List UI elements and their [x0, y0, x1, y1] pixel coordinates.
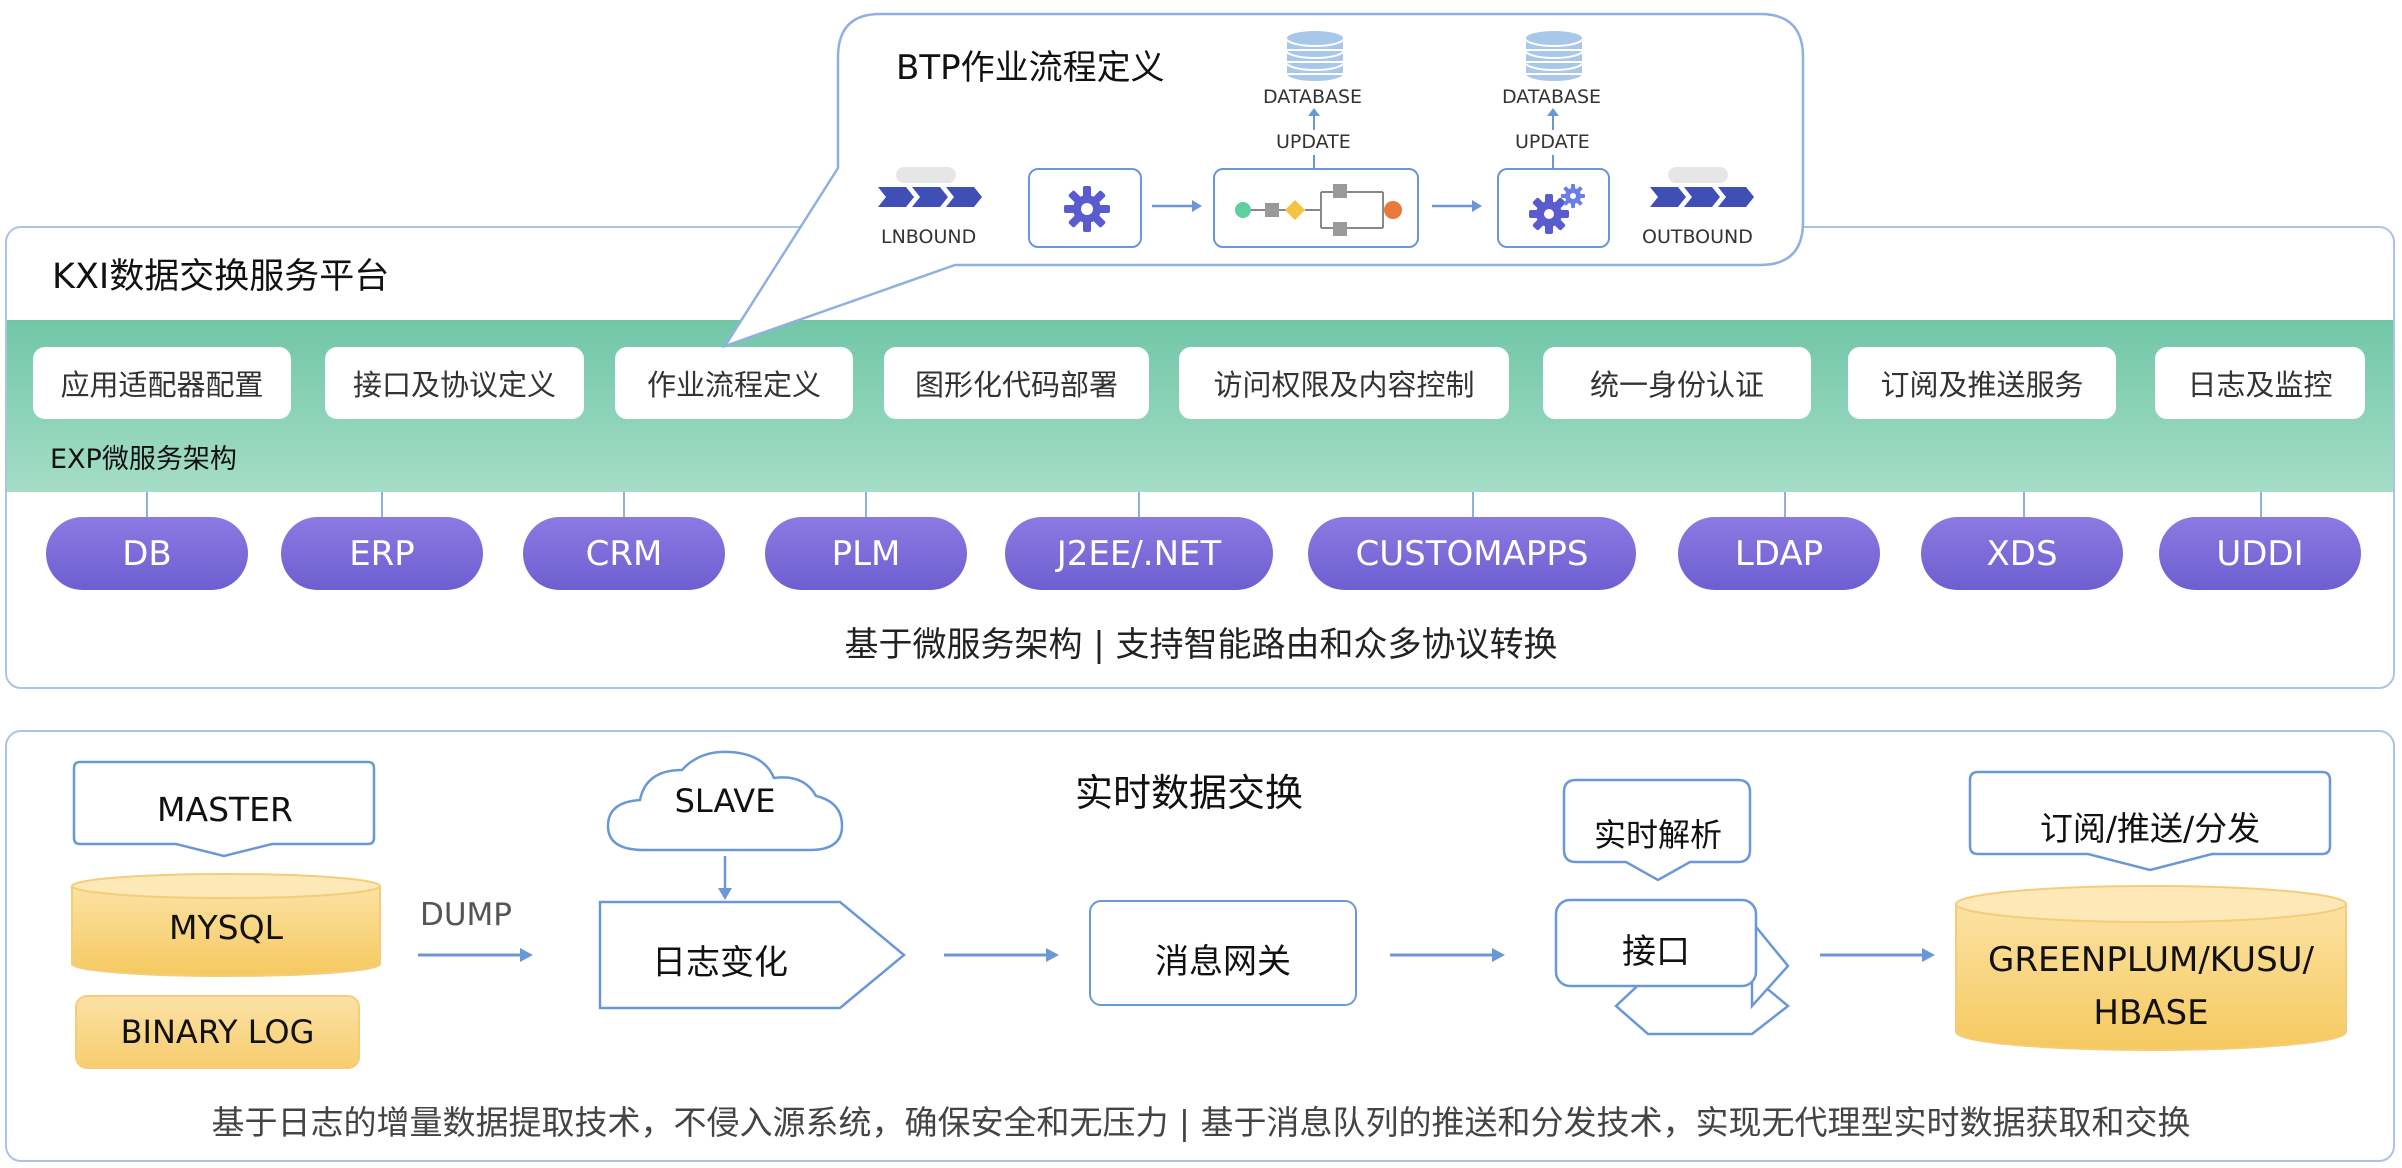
connector-uddi	[2260, 492, 2262, 522]
down-arrow-icon	[718, 856, 732, 900]
module-log-monitor[interactable]: 日志及监控	[2155, 347, 2365, 419]
connector-ldap	[1784, 492, 1786, 522]
interface-label: 接口	[1622, 932, 1690, 972]
system-uddi[interactable]: UDDI	[2159, 517, 2361, 590]
module-access-control[interactable]: 访问权限及内容控制	[1179, 347, 1509, 419]
connector-xds	[2023, 492, 2025, 522]
flow-arrow-icon	[418, 948, 533, 962]
process-step-gears[interactable]	[1497, 168, 1610, 248]
platform-footer: 基于微服务架构 | 支持智能路由和众多协议转换	[844, 625, 1558, 665]
up-arrow-icon	[1547, 108, 1559, 130]
gear-icon	[1064, 186, 1110, 232]
connector-crm	[623, 492, 625, 522]
realtime-parse-callout	[1562, 778, 1752, 882]
update-connector	[1313, 155, 1315, 169]
process-step-gear[interactable]	[1028, 168, 1142, 248]
flow-arrow-icon	[1432, 200, 1482, 212]
message-gateway-label: 消息网关	[1155, 942, 1291, 982]
database-icon	[1524, 29, 1584, 83]
gears-icon	[1529, 184, 1585, 234]
workflow-icon	[1235, 184, 1402, 236]
architecture-label: EXP微服务架构	[50, 444, 237, 475]
module-identity-auth[interactable]: 统一身份认证	[1543, 347, 1811, 419]
log-change-node	[598, 900, 906, 1010]
system-xds[interactable]: XDS	[1921, 517, 2123, 590]
master-callout	[72, 760, 376, 858]
binary-log-box: BINARY LOG	[75, 995, 360, 1069]
database-label: DATABASE	[1502, 86, 1602, 108]
connector-db	[146, 492, 148, 522]
connector-customapps	[1472, 492, 1474, 522]
up-arrow-icon	[1308, 108, 1320, 130]
realtime-footer: 基于日志的增量数据提取技术，不侵入源系统，确保安全和无压力 | 基于消息队列的推…	[211, 1103, 2191, 1142]
btp-title: BTP作业流程定义	[896, 48, 1165, 88]
inbound-arrow-icon	[878, 167, 982, 207]
target-db-label-line1: GREENPLUM/KUSU/	[1988, 940, 2314, 980]
system-plm[interactable]: PLM	[765, 517, 967, 590]
cloud-icon	[606, 750, 844, 852]
system-db[interactable]: DB	[46, 517, 248, 590]
flow-arrow-icon	[1820, 948, 1935, 962]
module-interface-protocol[interactable]: 接口及协议定义	[325, 347, 584, 419]
subscribe-label: 订阅/推送/分发	[2039, 809, 2261, 848]
message-gateway-node[interactable]	[1089, 900, 1357, 1006]
interface-node[interactable]	[1552, 896, 1792, 1038]
module-app-adapter-config[interactable]: 应用适配器配置	[33, 347, 291, 419]
update-label: UPDATE	[1276, 131, 1351, 153]
outbound-arrow-icon	[1650, 167, 1754, 207]
realtime-parse-label: 实时解析	[1593, 816, 1722, 854]
target-db-label-line2: HBASE	[2093, 993, 2209, 1033]
dump-label: DUMP	[420, 897, 513, 933]
database-label: DATABASE	[1263, 86, 1363, 108]
flow-arrow-icon	[944, 948, 1059, 962]
module-graphical-deploy[interactable]: 图形化代码部署	[884, 347, 1149, 419]
update-connector	[1552, 155, 1554, 169]
platform-title: KXI数据交换服务平台	[52, 257, 390, 297]
database-icon	[1285, 29, 1345, 83]
realtime-title: 实时数据交换	[1075, 771, 1304, 815]
connector-erp	[381, 492, 383, 522]
outbound-label: OUTBOUND	[1642, 226, 1753, 248]
module-job-flow[interactable]: 作业流程定义	[615, 347, 853, 419]
system-erp[interactable]: ERP	[281, 517, 483, 590]
mysql-label: MYSQL	[169, 908, 283, 947]
slave-label: SLAVE	[674, 782, 776, 820]
update-label: UPDATE	[1515, 131, 1590, 153]
connector-plm	[865, 492, 867, 522]
system-ldap[interactable]: LDAP	[1678, 517, 1880, 590]
inbound-label: LNBOUND	[881, 226, 977, 248]
system-crm[interactable]: CRM	[523, 517, 725, 590]
system-customapps[interactable]: CUSTOMAPPS	[1308, 517, 1636, 590]
subscribe-callout	[1968, 770, 2332, 872]
flow-arrow-icon	[1152, 200, 1202, 212]
module-subscribe-push[interactable]: 订阅及推送服务	[1848, 347, 2116, 419]
system-j2ee-net[interactable]: J2EE/.NET	[1005, 517, 1273, 590]
flow-arrow-icon	[1390, 948, 1505, 962]
log-change-label: 日志变化	[652, 943, 788, 983]
mysql-database-icon	[71, 873, 381, 977]
process-step-workflow[interactable]	[1213, 168, 1419, 248]
master-label: MASTER	[157, 790, 293, 829]
connector-j2ee	[1138, 492, 1140, 522]
target-database-icon	[1955, 885, 2347, 1051]
